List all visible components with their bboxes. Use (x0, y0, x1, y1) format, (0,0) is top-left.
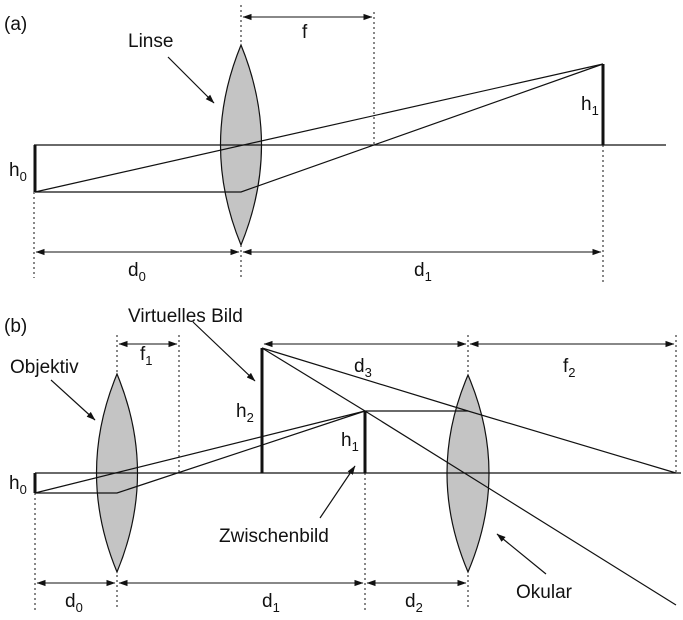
objective-pointer (50, 379, 96, 421)
objective-label: Objektiv (10, 357, 79, 378)
h1-label-b: h1 (341, 430, 359, 454)
lens-pointer-a (167, 56, 215, 104)
panel-b: (b) (4, 306, 681, 615)
d1-label-b: d1 (262, 591, 280, 615)
d2-label-b: d2 (405, 591, 423, 615)
panel-a: (a) f Linse (4, 5, 666, 284)
intermediate-pointer (319, 465, 356, 519)
ray-central-objective (34, 410, 366, 494)
d0-label-b: d0 (65, 591, 83, 615)
virtual-image-pointer (192, 321, 256, 382)
focal-label-a: f (302, 22, 308, 43)
d3-label: d3 (354, 356, 372, 380)
panel-b-tag: (b) (4, 316, 27, 337)
ray-parallel-eyepiece (365, 410, 677, 474)
d0-label-a: d0 (128, 260, 146, 284)
f1-label: f1 (140, 344, 153, 368)
virtual-image-label: Virtuelles Bild (128, 306, 243, 327)
h2-label: h2 (236, 401, 254, 425)
lens-label-a: Linse (128, 31, 173, 52)
eyepiece-pointer (496, 533, 547, 575)
ray-central-eyepiece (364, 410, 677, 606)
f2-label: f2 (563, 356, 576, 380)
ray-central-a (34, 63, 604, 193)
ray-virtual-back-2 (261, 347, 366, 412)
h1-label-a: h1 (581, 94, 599, 118)
ray-parallel-a (35, 63, 604, 193)
intermediate-image-label: Zwischenbild (219, 526, 329, 547)
ray-virtual-back-1 (261, 347, 469, 412)
h0-label-a: h0 (9, 160, 27, 184)
ray-parallel-objective (35, 410, 366, 494)
eyepiece-label: Okular (516, 582, 573, 603)
h0-label-b: h0 (9, 473, 27, 497)
d1-label-a: d1 (414, 260, 432, 284)
panel-a-tag: (a) (4, 14, 27, 35)
